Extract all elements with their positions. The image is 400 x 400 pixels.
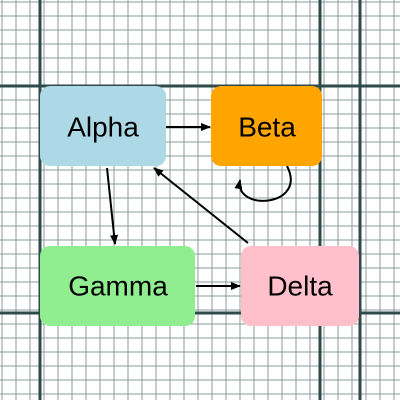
node-beta-box [211,86,322,166]
node-beta-label: Beta [238,112,296,143]
node-alpha-box [40,86,166,166]
edge-delta-to-alpha [153,167,249,244]
node-delta-label: Delta [267,271,333,302]
node-delta[interactable]: Delta [241,246,359,326]
node-gamma-label: Gamma [68,271,168,302]
node-delta-box [241,246,359,326]
edges-layer [106,123,292,290]
edge-beta-self-loop [234,165,292,202]
edge-alpha-to-gamma [106,167,119,245]
nodes-layer: Alpha Beta Gamma Delta [40,86,359,326]
node-gamma[interactable]: Gamma [40,246,195,326]
node-alpha-label: Alpha [67,112,139,143]
node-alpha[interactable]: Alpha [40,86,166,166]
node-beta[interactable]: Beta [211,86,322,166]
node-gamma-box [40,246,195,326]
